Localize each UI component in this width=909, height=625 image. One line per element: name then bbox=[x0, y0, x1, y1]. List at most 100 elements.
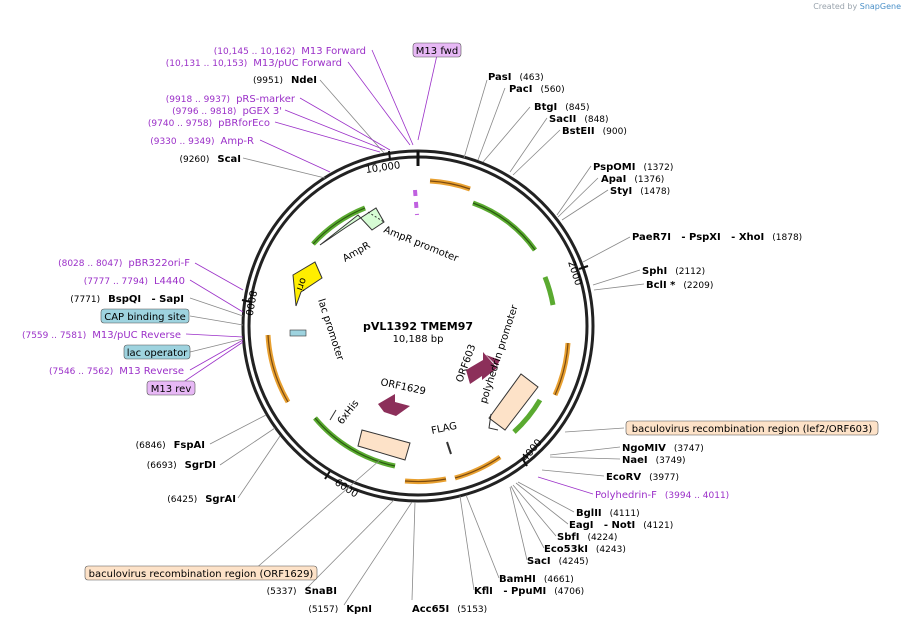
plasmid-name: pVL1392 TMEM97 bbox=[363, 320, 473, 333]
boxed-labels: M13 fwd M13 rev CAP binding site lac ope… bbox=[84, 42, 879, 581]
ori-label: ori bbox=[294, 276, 309, 292]
enzyme-ecorv: EcoRV(3977) bbox=[606, 472, 679, 483]
orf1629-arrow bbox=[378, 394, 410, 416]
flag-mark bbox=[446, 441, 452, 455]
primer-l4440: (7777 .. 7794)L4440 bbox=[84, 276, 185, 287]
sixhis-label: 6xHis bbox=[336, 398, 362, 427]
green-arc-3 bbox=[512, 398, 543, 434]
m13-fwd-box bbox=[412, 42, 462, 58]
primer-mark-top bbox=[413, 189, 419, 216]
enzyme-bamhi: BamHI(4661) bbox=[499, 574, 574, 585]
green-arc-5 bbox=[311, 205, 366, 246]
baculo-orf1629-label: baculovirus recombination region (ORF162… bbox=[89, 569, 314, 580]
enzyme-scai: (9260)ScaI bbox=[179, 154, 241, 165]
ori-arrow bbox=[292, 261, 323, 307]
orange-arc-4-line bbox=[404, 478, 447, 483]
primer-m13-puc-forward: (10,131 .. 10,153)M13/pUC Forward bbox=[166, 58, 342, 69]
m13-rev-label: M13 rev bbox=[151, 384, 192, 395]
ruler-label-10000: 10,000 bbox=[365, 160, 401, 176]
lac-operator-box bbox=[123, 344, 191, 360]
enzyme-paci: PacI(560) bbox=[509, 84, 565, 95]
orange-arc-5 bbox=[265, 334, 291, 404]
enzyme-bcli: BclI *(2209) bbox=[646, 280, 713, 291]
snapgene-logo: SnapGene bbox=[859, 2, 901, 11]
orange-arc-1-line bbox=[429, 180, 471, 190]
green-arc-2 bbox=[542, 276, 556, 306]
primer-polyhedrin-f: Polyhedrin-F(3994 .. 4011) bbox=[595, 490, 729, 501]
enzyme-sphi: SphI(2112) bbox=[642, 266, 705, 277]
orange-arc-3-line bbox=[454, 456, 501, 479]
plasmid-size: 10,188 bp bbox=[393, 334, 444, 345]
ruler-tick-2000 bbox=[578, 265, 589, 270]
lac-operator-label: lac operator bbox=[127, 348, 188, 359]
ruler-tick-6000 bbox=[324, 470, 331, 480]
m13-rev-box bbox=[146, 380, 196, 396]
enzyme-paer7i-pspxi-xhoi: PaeR7I - PspXI - XhoI(1878) bbox=[632, 232, 802, 243]
enzyme-connectors bbox=[189, 79, 645, 606]
enzyme-apai: ApaI(1376) bbox=[601, 174, 664, 185]
ampr-promoter-label: AmpR promoter bbox=[382, 225, 461, 265]
polyhedrin-promoter-box bbox=[488, 373, 539, 431]
ruler-tick-8000 bbox=[241, 299, 252, 303]
orange-arc-3 bbox=[454, 454, 502, 481]
enzyme-pspomi: PspOMI(1372) bbox=[593, 162, 673, 173]
lac-promoter-label: lac promoter bbox=[315, 298, 346, 363]
baculo-lef2-label: baculovirus recombination region (lef2/O… bbox=[632, 424, 873, 435]
enzyme-bsteii: BstEII(900) bbox=[562, 126, 627, 137]
ruler-label-6000: 6000 bbox=[332, 477, 359, 500]
orange-arc-2-line bbox=[554, 342, 569, 396]
m13-fwd-label: M13 fwd bbox=[416, 46, 458, 57]
green-arc-4-line bbox=[314, 417, 396, 467]
ruler-tick-4000 bbox=[521, 457, 528, 467]
enzyme-naei: NaeI(3749) bbox=[622, 455, 686, 466]
enzyme-sacii: SacII(848) bbox=[549, 114, 609, 125]
primer-prs-marker: (9918 .. 9937)pRS-marker bbox=[166, 94, 296, 105]
green-arc-5-line bbox=[312, 207, 366, 245]
primer-m13-forward: (10,145 .. 10,162)M13 Forward bbox=[214, 46, 366, 57]
enzyme-sgrai: (6425)SgrAI bbox=[167, 494, 236, 505]
primer-m13-puc-reverse: (7559 .. 7581)M13/pUC Reverse bbox=[22, 330, 181, 341]
enzyme-sbfi: SbfI(4224) bbox=[557, 532, 617, 543]
orange-arc-5-line bbox=[267, 334, 289, 403]
enzyme-kpni: (5157)KpnI bbox=[308, 604, 372, 615]
ruler-tick-10000 bbox=[388, 150, 391, 161]
enzyme-pasi: PasI(463) bbox=[488, 72, 544, 83]
enzyme-acc65i: Acc65I(5153) bbox=[412, 604, 487, 615]
ampr-label: AmpR bbox=[341, 240, 372, 264]
enzyme-eagi-noti: EagI - NotI(4121) bbox=[569, 520, 673, 531]
green-arc-1 bbox=[472, 200, 538, 252]
primer-amp-r: (9330 .. 9349)Amp-R bbox=[150, 136, 254, 147]
enzyme-ngomiv: NgoMIV(3747) bbox=[622, 443, 704, 454]
orf1629-region-box bbox=[357, 429, 411, 461]
credit-prefix: Created by bbox=[813, 2, 858, 11]
polyhedrin-site-mark bbox=[488, 413, 499, 431]
enzyme-bspqi-sapi: (7771)BspQI - SapI bbox=[70, 294, 184, 305]
ruler-label-8000: 8000 bbox=[243, 289, 258, 316]
enzyme-styi: StyI(1478) bbox=[610, 186, 670, 197]
feature-arcs bbox=[265, 178, 571, 485]
primer-pbrforeco: (9740 .. 9758)pBRforEco bbox=[148, 118, 270, 129]
ampr-promoter-mark bbox=[367, 211, 385, 223]
orange-arc-2 bbox=[552, 342, 571, 397]
snapgene-credit: Created by SnapGene bbox=[813, 2, 901, 11]
orange-arc-1 bbox=[429, 178, 471, 192]
primer-pbr322ori-f: (8028 .. 8047)pBR322ori-F bbox=[58, 258, 190, 269]
flag-label: FLAG bbox=[430, 421, 458, 437]
enzyme-snabi: (5337)SnaBI bbox=[267, 586, 337, 597]
sixhis-mark bbox=[329, 409, 337, 421]
features bbox=[289, 189, 539, 461]
box-connectors bbox=[189, 315, 625, 571]
orf603-arrow bbox=[466, 352, 497, 384]
enzyme-eco53ki: Eco53kI(4243) bbox=[544, 544, 626, 555]
orf603-tip bbox=[486, 355, 500, 366]
baculo-lef2-box bbox=[625, 420, 879, 436]
enzyme-fspai: (6846)FspAI bbox=[136, 440, 205, 451]
enzyme-kfli-ppumi: KflI - PpuMI(4706) bbox=[474, 586, 584, 597]
enzyme-bglii: BglII(4111) bbox=[576, 508, 640, 519]
cap-site-mark bbox=[289, 329, 307, 337]
enzyme-sgrdi: (6693)SgrDI bbox=[147, 460, 216, 471]
primer-m13-reverse: (7546 .. 7562)M13 Reverse bbox=[49, 366, 184, 377]
primer-labels: (10,145 .. 10,162)M13 Forward (10,131 ..… bbox=[22, 46, 729, 501]
enzyme-saci: SacI(4245) bbox=[527, 556, 589, 567]
